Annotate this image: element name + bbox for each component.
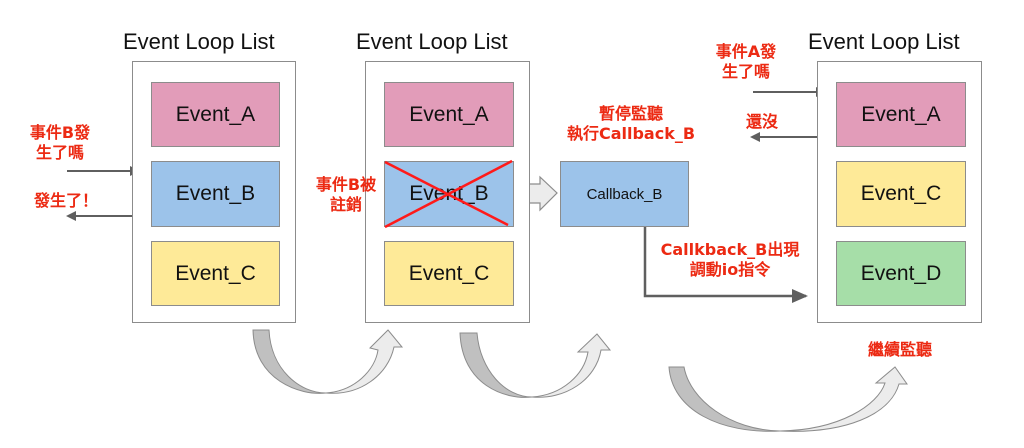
- panel-3-title: Event Loop List: [808, 29, 960, 54]
- panel-2-event-c: Event_C: [384, 241, 514, 306]
- panel-3-event-c: Event_C: [836, 161, 966, 227]
- curved-arrow-1: [252, 329, 404, 394]
- ask-event-a-line1: 事件A發: [715, 42, 777, 61]
- unregister-line2: 註銷: [329, 195, 362, 214]
- curved-arrow-2: [459, 332, 612, 398]
- panel-1-event-c: Event_C: [151, 241, 280, 306]
- unregister-note: 事件B被 註銷: [306, 175, 386, 215]
- panel-3-event-a: Event_A: [836, 82, 966, 147]
- panel-1-event-a: Event_A: [151, 82, 280, 147]
- reply-event-a-note: 還沒: [745, 112, 778, 131]
- panel-2-event-a: Event_A: [384, 82, 514, 147]
- unregister-line1: 事件B被: [315, 175, 377, 194]
- curved-arrow-3: [668, 366, 908, 432]
- callback-b-box: Callback_B: [560, 161, 689, 227]
- ask-event-a-line2: 生了嗎: [721, 62, 770, 81]
- continue-listening-note: 繼續監聽: [867, 340, 932, 359]
- io-line1: Callkback_B出現: [660, 240, 800, 259]
- panel-3-event-d: Event_D: [836, 241, 966, 306]
- pause-execute-note: 暫停監聽 執行Callback_B: [556, 104, 706, 144]
- panel-1-event-b: Event_B: [151, 161, 280, 227]
- io-instruction-note: Callkback_B出現 調動io指令: [650, 240, 810, 280]
- ask-event-a-note: 事件A發 生了嗎: [704, 42, 788, 82]
- reply-event-b-note: 發生了！: [33, 191, 98, 210]
- io-line2: 調動io指令: [689, 260, 771, 279]
- ask-event-b-line1: 事件B發: [29, 123, 91, 142]
- panel-2-title: Event Loop List: [356, 29, 508, 54]
- panel-1-title: Event Loop List: [123, 29, 275, 54]
- ask-event-b-line2: 生了嗎: [35, 143, 84, 162]
- ask-event-b-note: 事件B發 生了嗎: [18, 123, 102, 163]
- pause-line2: 執行Callback_B: [566, 124, 696, 143]
- pause-line1: 暫停監聽: [598, 104, 663, 123]
- io-connector-arrow: [643, 226, 808, 303]
